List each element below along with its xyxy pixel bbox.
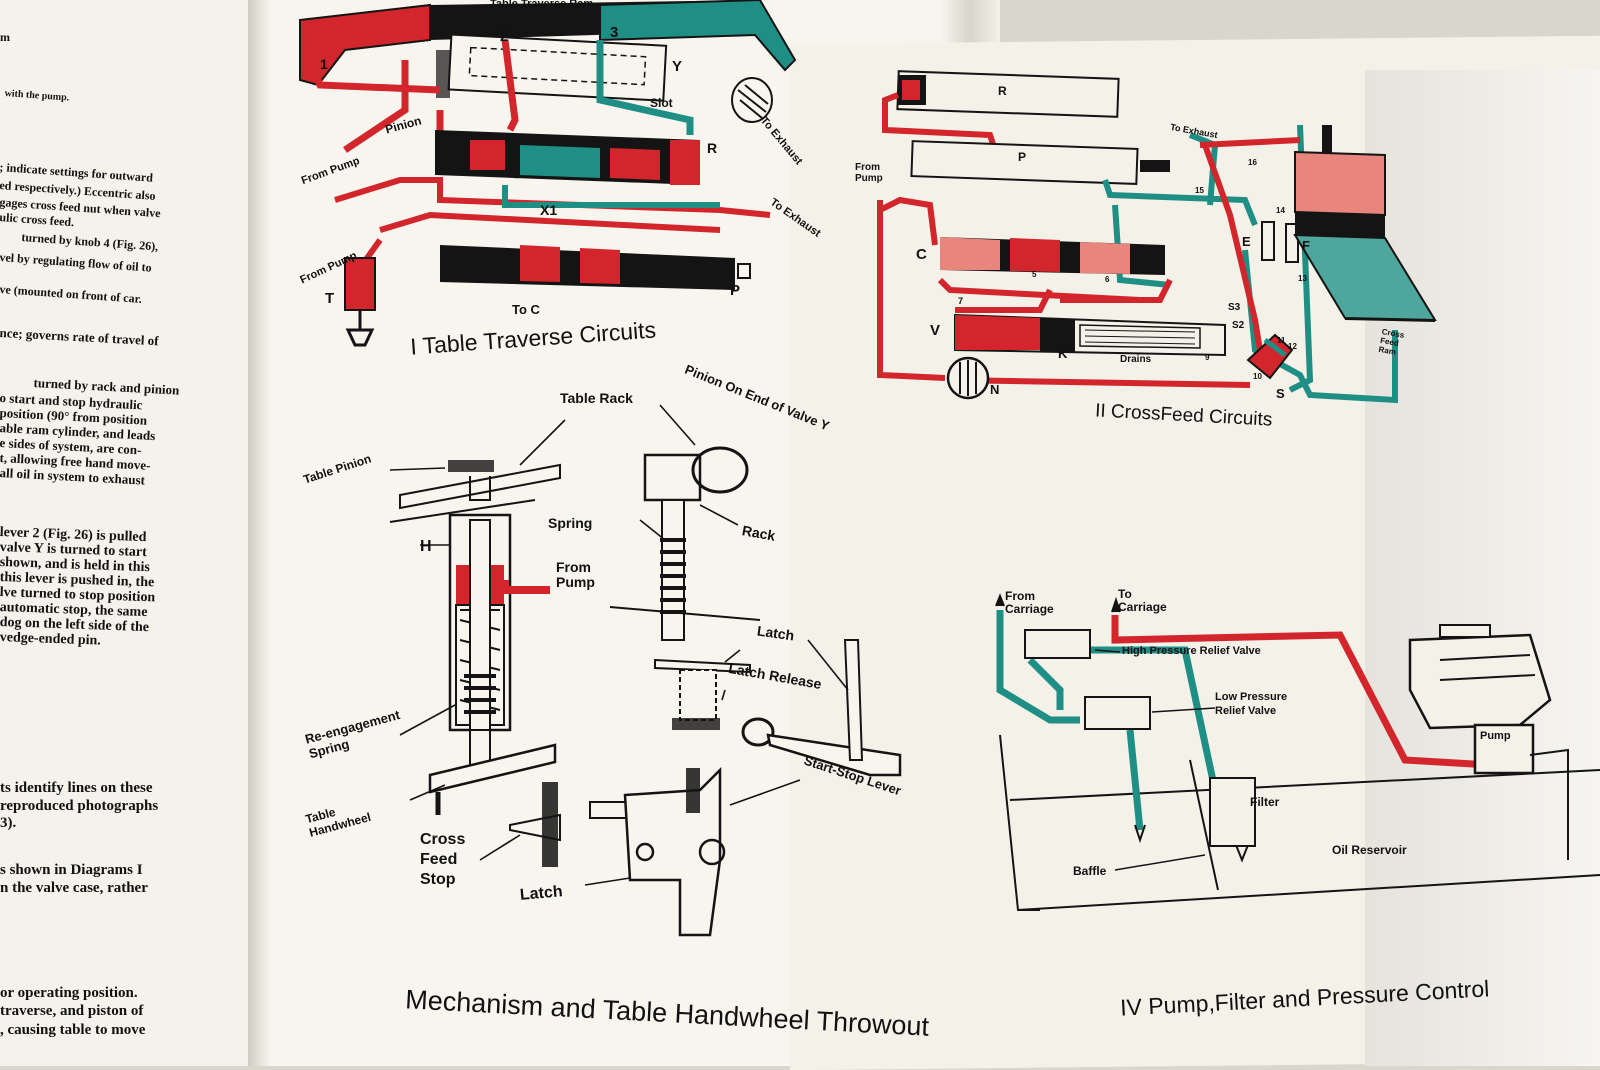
label-14: 14 [1276,206,1285,215]
label-s2: S2 [1232,320,1245,331]
valve-p-crossfeed [910,140,1139,185]
label-filter: Filter [1250,795,1280,809]
start-stop-lever [766,733,902,777]
label-15: 15 [1195,186,1204,195]
book-gutter [248,0,270,1066]
label-11: 11 [1277,336,1286,345]
label-3: 3 [610,24,619,41]
label-7: 7 [958,296,964,306]
label-spring: Spring [548,515,593,531]
label-n: N [990,382,1000,397]
label-baffle: Baffle [1073,864,1107,878]
label-p: P [730,282,741,299]
page-stack [1365,70,1600,1066]
label-x1: X1 [540,202,558,218]
label-oil-reservoir: Oil Reservoir [1332,843,1407,857]
left-page-line: 3). [0,815,17,831]
label-pump: Pump [1480,730,1511,742]
label-2: 2 [500,28,509,45]
label-to-c: To C [512,302,540,317]
label-10: 10 [1253,372,1262,381]
left-page-line: reproduced photographs [0,798,159,814]
filter [1209,777,1256,847]
left-page-line: traverse, and piston of [0,1003,144,1019]
label-f: F [1302,238,1310,253]
label-r-crossfeed: R [998,84,1007,98]
label-13: 13 [1298,274,1307,283]
left-page [0,0,260,1066]
label-cross-feed-stop: Cross Feed Stop [420,831,466,888]
label-1: 1 [320,56,328,72]
pump-motor [1408,633,1552,730]
label-12: 12 [1288,342,1297,351]
label-table-traverse-ram: Table Traverse Ram [490,0,594,10]
label-k: K [1058,346,1068,361]
label-drains: Drains [1120,354,1152,365]
label-v: V [930,322,941,339]
label-r: R [707,140,718,156]
label-16: 16 [1248,158,1257,167]
pinion-gear [436,50,450,98]
table-handwheel [428,743,557,794]
label-from-pump-crossfeed: From Pump [855,162,883,184]
table-rack [399,463,561,510]
label-s3: S3 [1228,302,1241,313]
left-page-line: or operating position. [0,985,138,1001]
high-pressure-relief-valve [1024,629,1091,659]
label-6: 6 [1105,275,1110,284]
label-p-crossfeed: P [1018,150,1027,164]
low-pressure-relief-valve [1084,696,1151,730]
label-c-crossfeed: C [916,246,927,263]
label-to-carriage: To Carriage [1118,587,1167,614]
label-9: 9 [1205,353,1210,362]
label-from-pump-3: From Pump [556,559,595,590]
label-h: H [420,538,432,555]
valve-t [344,257,376,311]
left-page-line: m [0,30,10,44]
left-page-line: s shown in Diagrams I [0,862,143,878]
label-s: S [1276,386,1285,401]
label-y: Y [672,58,683,75]
left-page-line: n the valve case, rather [0,880,148,896]
label-table-rack: Table Rack [560,390,633,406]
label-from-carriage: From Carriage [1005,589,1054,616]
label-high-pressure-relief-valve: High Pressure Relief Valve [1122,645,1261,657]
label-e: E [1242,234,1251,249]
label-5: 5 [1032,270,1037,279]
left-page-line: , causing table to move [0,1022,146,1038]
label-slot: Slot [650,96,673,110]
label-t: T [325,290,335,307]
label-low-pressure-relief-valve: Low Pressure Relief Valve [1215,691,1288,717]
left-page-line: ts identify lines on these [0,780,153,796]
table-pinion [448,460,494,472]
